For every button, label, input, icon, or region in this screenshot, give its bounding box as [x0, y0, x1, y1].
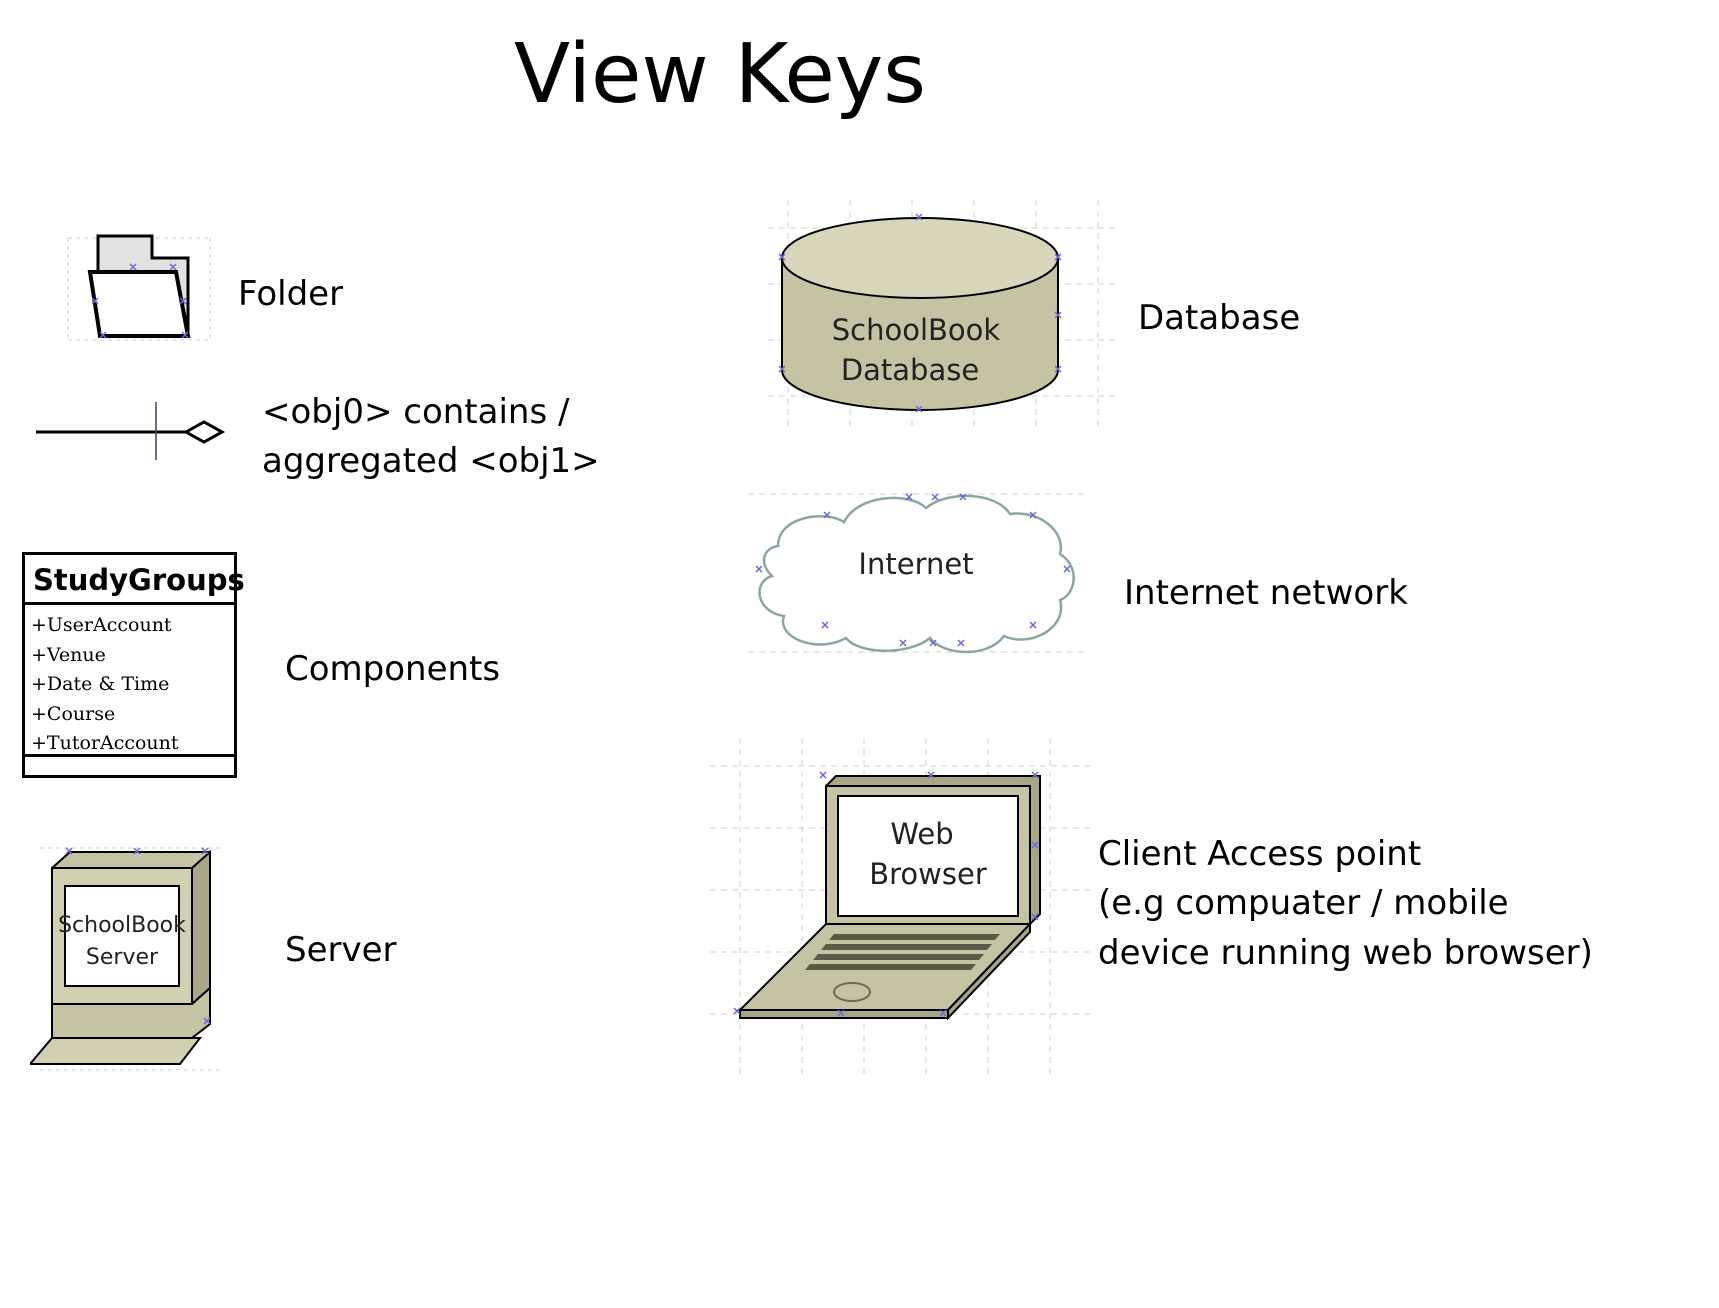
client-label-line-2: (e.g compuater / mobile — [1098, 883, 1509, 924]
client-label-line-3: device running web browser) — [1098, 932, 1593, 973]
server-screen-line-2: Server — [86, 945, 159, 970]
class-attribute: +Course — [31, 702, 116, 725]
class-attribute: +Date & Time — [31, 673, 170, 695]
database-icon: SchoolBook Database — [768, 200, 1118, 428]
handle-marks — [778, 213, 1062, 413]
class-attribute: +TutorAccount — [31, 732, 179, 754]
handle-marks — [733, 771, 1039, 1017]
database-line-1: SchoolBook — [832, 313, 1001, 347]
handle-marks — [755, 493, 1071, 647]
class-attribute: +Venue — [31, 643, 106, 666]
keyboard-slats — [805, 934, 1000, 970]
folder-label: Folder — [238, 274, 344, 314]
aggregation-label-line-1: <obj0> contains / — [262, 392, 570, 432]
aggregation-label-line-2: aggregated <obj1> — [262, 441, 600, 482]
aggregation-connector-icon — [36, 402, 226, 460]
server-screen-line-1: SchoolBook — [58, 913, 186, 938]
folder-icon — [67, 234, 211, 341]
client-label-line-1: Client Access point — [1098, 834, 1422, 874]
page-title: View Keys — [513, 27, 927, 122]
handle-marks — [65, 847, 211, 1025]
component-class-box: StudyGroups +UserAccount +Venue +Date & … — [22, 552, 245, 778]
client-label: Client Access point (e.g compuater / mob… — [1098, 830, 1593, 978]
class-name: StudyGroups — [25, 555, 245, 605]
database-label: Database — [1138, 298, 1301, 338]
class-attribute: +UserAccount — [31, 614, 172, 636]
laptop-icon: Web Browser — [710, 738, 1090, 1074]
selection-grid — [40, 847, 220, 1071]
server-label: Server — [285, 930, 397, 970]
cloud-icon: Internet — [748, 493, 1088, 654]
cloud-text: Internet — [858, 547, 973, 581]
selection-grid — [67, 237, 211, 341]
aggregation-label: <obj0> contains / aggregated <obj1> — [262, 388, 600, 487]
handle-marks — [91, 263, 189, 339]
class-attributes: +UserAccount +Venue +Date & Time +Course… — [25, 605, 234, 757]
laptop-screen-line-2: Browser — [869, 857, 987, 891]
database-line-2: Database — [841, 353, 979, 387]
selection-grid — [748, 493, 1088, 653]
laptop-screen-line-1: Web — [890, 817, 953, 851]
server-icon: SchoolBook Server — [30, 847, 220, 1071]
internet-label: Internet network — [1124, 573, 1408, 613]
components-label: Components — [285, 649, 501, 689]
